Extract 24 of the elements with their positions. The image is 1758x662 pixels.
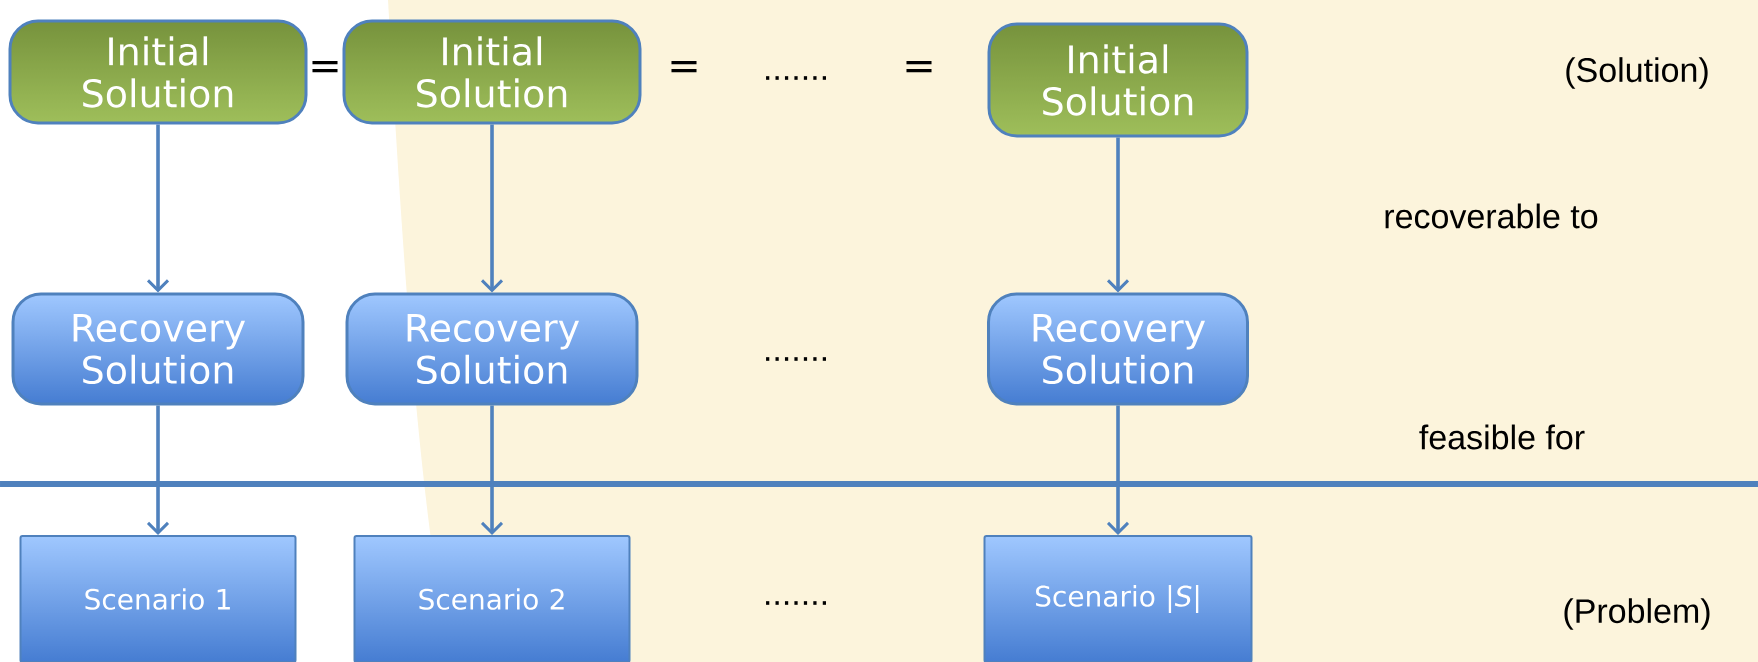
- equals-sign: =: [906, 60, 932, 73]
- scenario-box: Scenario |S|: [983, 535, 1253, 662]
- arrow: [1106, 405, 1130, 535]
- scenario-box: Scenario 1: [19, 535, 297, 662]
- equals-sign: =: [312, 60, 338, 73]
- ellipsis: .......: [766, 357, 826, 361]
- arrow: [1106, 137, 1130, 293]
- annotation-text: (Solution): [1566, 57, 1708, 89]
- solution-box: Initial Solution: [342, 19, 642, 125]
- arrow: [146, 124, 170, 293]
- ellipsis: .......: [766, 76, 826, 80]
- solution-box: Initial Solution: [8, 19, 308, 125]
- solution-box: Initial Solution: [987, 22, 1249, 138]
- recovery-box: Recovery Solution: [987, 292, 1249, 406]
- annotation-text: feasible for: [1419, 424, 1585, 450]
- arrow: [146, 405, 170, 535]
- arrow: [480, 124, 504, 293]
- arrow: [480, 405, 504, 535]
- scenario-box: Scenario 2: [353, 535, 631, 662]
- ellipsis: .......: [766, 601, 826, 605]
- annotation-text: recoverable to: [1385, 203, 1598, 229]
- recovery-box: Recovery Solution: [11, 292, 305, 406]
- recovery-box: Recovery Solution: [345, 292, 639, 406]
- annotation-text: (Problem): [1564, 598, 1710, 630]
